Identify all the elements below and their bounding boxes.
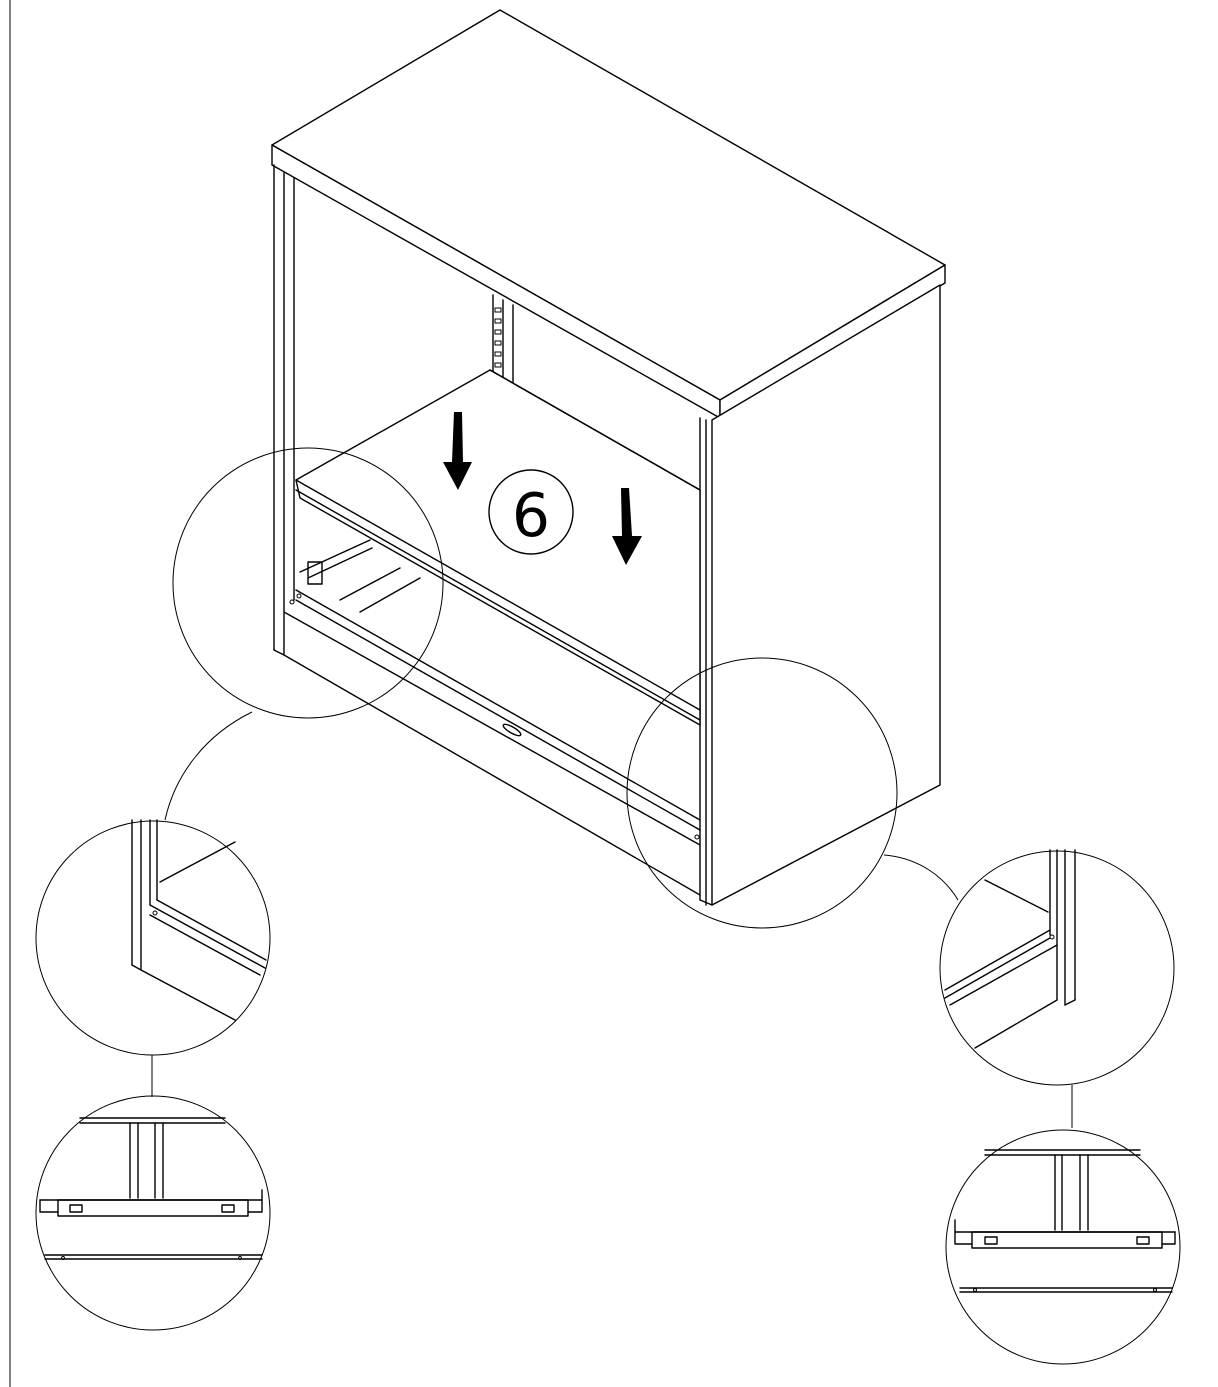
down-arrow-icon bbox=[443, 412, 472, 490]
shelf-panel bbox=[295, 369, 701, 726]
rear-slot-rail bbox=[492, 294, 514, 386]
callout-circle-right bbox=[626, 657, 898, 929]
step-number: 6 bbox=[512, 481, 550, 551]
rail-slot bbox=[494, 340, 502, 346]
bottom-frame bbox=[283, 539, 701, 896]
step-number-badge: 6 bbox=[488, 469, 574, 555]
callout-circle-left bbox=[172, 447, 444, 719]
rail-slot bbox=[494, 307, 502, 313]
rail-slot bbox=[494, 318, 502, 324]
rail-slot bbox=[494, 329, 502, 335]
front-left-bracket-detail bbox=[35, 1095, 271, 1331]
cabinet-right-side-panel bbox=[711, 284, 941, 906]
front-right-corner-detail bbox=[939, 849, 1175, 1086]
down-arrow-icon bbox=[612, 488, 642, 565]
cabinet bbox=[271, 9, 946, 906]
leader-line-left bbox=[164, 711, 253, 821]
rail-slot bbox=[494, 351, 502, 357]
front-right-bracket-detail bbox=[945, 1129, 1181, 1365]
cabinet-top-side-edge bbox=[719, 264, 946, 419]
cabinet-left-post bbox=[273, 164, 295, 656]
front-left-corner-detail bbox=[35, 819, 271, 1056]
leader-line-right bbox=[883, 854, 959, 901]
rail-slot bbox=[494, 362, 502, 368]
